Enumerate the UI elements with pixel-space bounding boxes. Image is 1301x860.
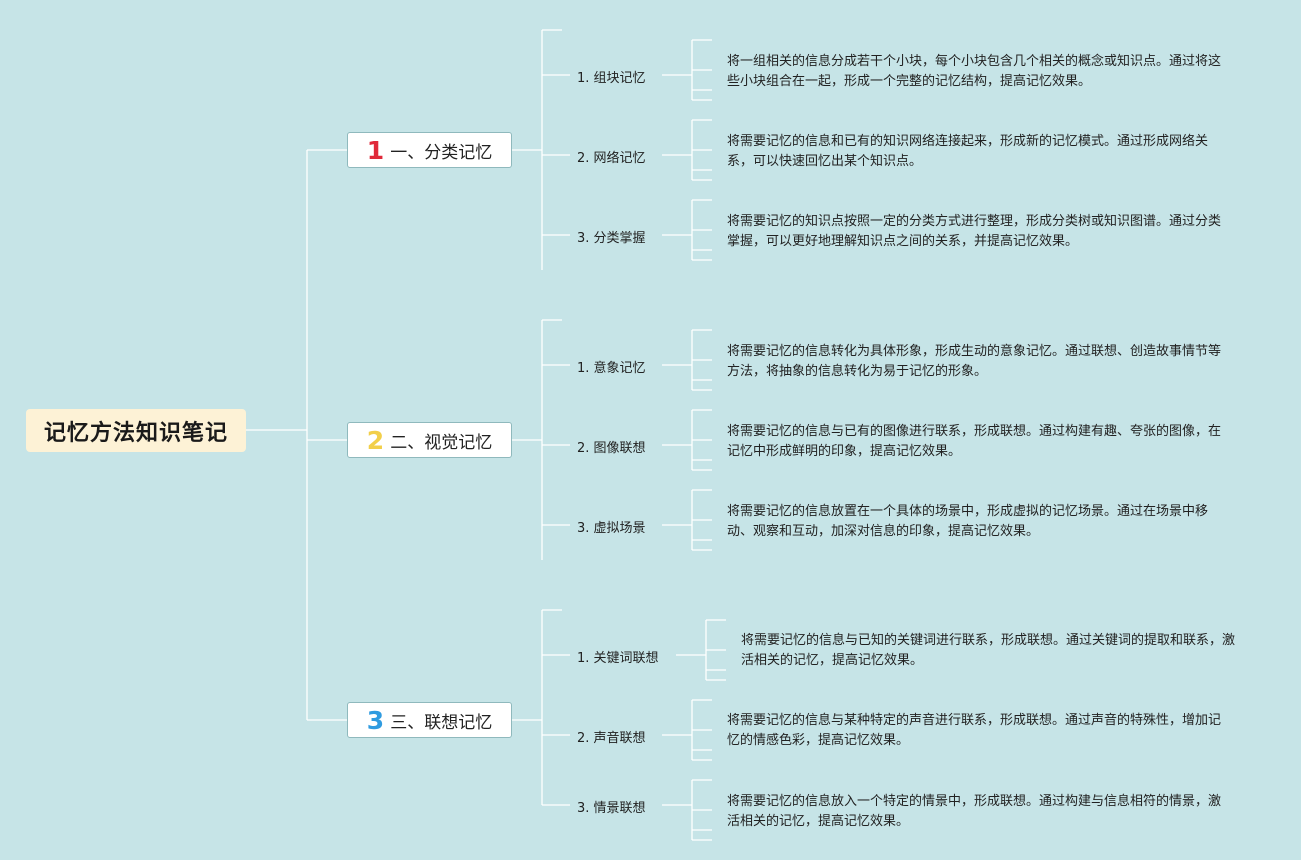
desc-node-3-3[interactable]: 将需要记忆的信息放入一个特定的情景中，形成联想。通过构建与信息相符的情景，激活相… bbox=[727, 794, 1222, 829]
branch-node-1[interactable]: 1 一、分类记忆 bbox=[347, 132, 512, 168]
branch-node-3[interactable]: 3 三、联想记忆 bbox=[347, 702, 512, 738]
sub-node-3-2[interactable]: 2. 声音联想 bbox=[577, 731, 646, 746]
branch-label-3: 三、联想记忆 bbox=[390, 712, 493, 733]
branch-number-1: 1 bbox=[366, 135, 385, 165]
sub-node-3-1[interactable]: 1. 关键词联想 bbox=[577, 651, 659, 666]
branch-label-2: 二、视觉记忆 bbox=[390, 432, 493, 453]
branch-label-1: 一、分类记忆 bbox=[390, 142, 493, 163]
sub-node-1-3[interactable]: 3. 分类掌握 bbox=[577, 231, 646, 246]
desc-node-3-1[interactable]: 将需要记忆的信息与已知的关键词进行联系，形成联想。通过关键词的提取和联系，激活相… bbox=[741, 633, 1236, 668]
sub-node-3-3[interactable]: 3. 情景联想 bbox=[577, 801, 646, 816]
desc-node-2-2[interactable]: 将需要记忆的信息与已有的图像进行联系，形成联想。通过构建有趣、夸张的图像，在记忆… bbox=[727, 424, 1222, 459]
sub-node-2-2[interactable]: 2. 图像联想 bbox=[577, 441, 646, 456]
sub-node-2-1[interactable]: 1. 意象记忆 bbox=[577, 361, 646, 376]
desc-node-2-1[interactable]: 将需要记忆的信息转化为具体形象，形成生动的意象记忆。通过联想、创造故事情节等方法… bbox=[727, 344, 1222, 379]
desc-node-1-3[interactable]: 将需要记忆的知识点按照一定的分类方式进行整理，形成分类树或知识图谱。通过分类掌握… bbox=[727, 214, 1222, 249]
root-node[interactable]: 记忆方法知识笔记 bbox=[26, 409, 246, 452]
desc-node-1-2[interactable]: 将需要记忆的信息和已有的知识网络连接起来，形成新的记忆模式。通过形成网络关系，可… bbox=[727, 134, 1209, 169]
sub-node-1-1[interactable]: 1. 组块记忆 bbox=[577, 71, 646, 86]
desc-node-1-1[interactable]: 将一组相关的信息分成若干个小块，每个小块包含几个相关的概念或知识点。通过将这些小… bbox=[727, 54, 1222, 89]
branch-number-3: 3 bbox=[366, 705, 385, 735]
sub-node-2-3[interactable]: 3. 虚拟场景 bbox=[577, 521, 646, 536]
desc-node-2-3[interactable]: 将需要记忆的信息放置在一个具体的场景中，形成虚拟的记忆场景。通过在场景中移动、观… bbox=[727, 504, 1209, 539]
branch-number-2: 2 bbox=[366, 425, 385, 455]
sub-node-1-2[interactable]: 2. 网络记忆 bbox=[577, 151, 646, 166]
branch-node-2[interactable]: 2 二、视觉记忆 bbox=[347, 422, 512, 458]
desc-node-3-2[interactable]: 将需要记忆的信息与某种特定的声音进行联系，形成联想。通过声音的特殊性，增加记忆的… bbox=[727, 713, 1222, 748]
